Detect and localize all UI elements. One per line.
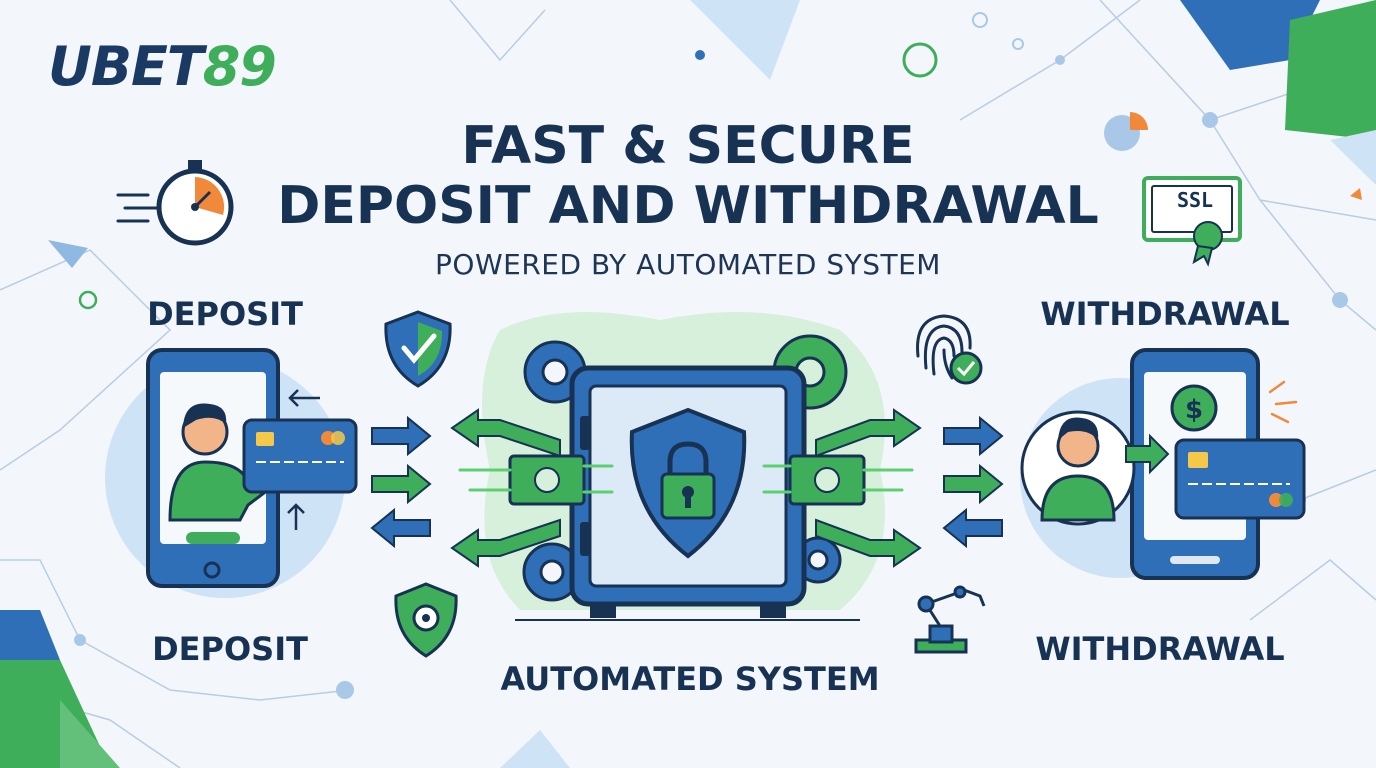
logo-wordmark-part1: UBET	[48, 35, 204, 98]
verified-check-icon	[949, 351, 983, 385]
subtitle: POWERED BY AUTOMATED SYSTEM	[435, 248, 941, 281]
user-icon	[1020, 410, 1136, 526]
ssl-certificate-icon	[1142, 176, 1242, 267]
logo-wordmark-part2: 89	[202, 35, 277, 98]
title-line-1: FAST & SECURE	[461, 116, 915, 176]
arrow-icon	[287, 389, 320, 530]
withdrawal-label-top: WITHDRAWAL	[1040, 295, 1290, 333]
deposit-label-bottom: DEPOSIT	[152, 630, 308, 668]
user-icon	[168, 403, 278, 522]
shield-check-icon	[384, 310, 452, 388]
title-line-2: DEPOSIT AND WITHDRAWAL	[277, 176, 1099, 236]
dollar-coin-icon: $	[1170, 384, 1218, 432]
pie-chart-icon	[1104, 112, 1148, 151]
robot-arm-icon	[914, 585, 986, 654]
arrow-icon	[815, 408, 1004, 568]
fingerprint-icon	[916, 314, 972, 380]
dollar-sign: $	[1185, 395, 1203, 425]
deposit-label-top: DEPOSIT	[147, 295, 303, 333]
automated-system-label: AUTOMATED SYSTEM	[500, 660, 880, 698]
gear-icon	[794, 536, 842, 584]
ssl-label: SSL	[1176, 188, 1214, 212]
credit-card-icon	[242, 418, 358, 494]
cash-note-icon	[788, 454, 866, 506]
padlock-icon	[660, 441, 716, 520]
arrow-icon	[450, 408, 561, 568]
withdrawal-label-bottom: WITHDRAWAL	[1035, 630, 1285, 668]
shield-gear-icon	[394, 582, 458, 658]
arrow-icon	[1125, 433, 1170, 475]
stopwatch-icon	[116, 160, 234, 246]
credit-card-icon	[1174, 438, 1306, 520]
bg-triangle	[690, 0, 800, 80]
ubet89-logo: UBET89	[48, 40, 277, 94]
cash-note-icon	[508, 454, 586, 506]
arrow-icon	[370, 415, 432, 549]
